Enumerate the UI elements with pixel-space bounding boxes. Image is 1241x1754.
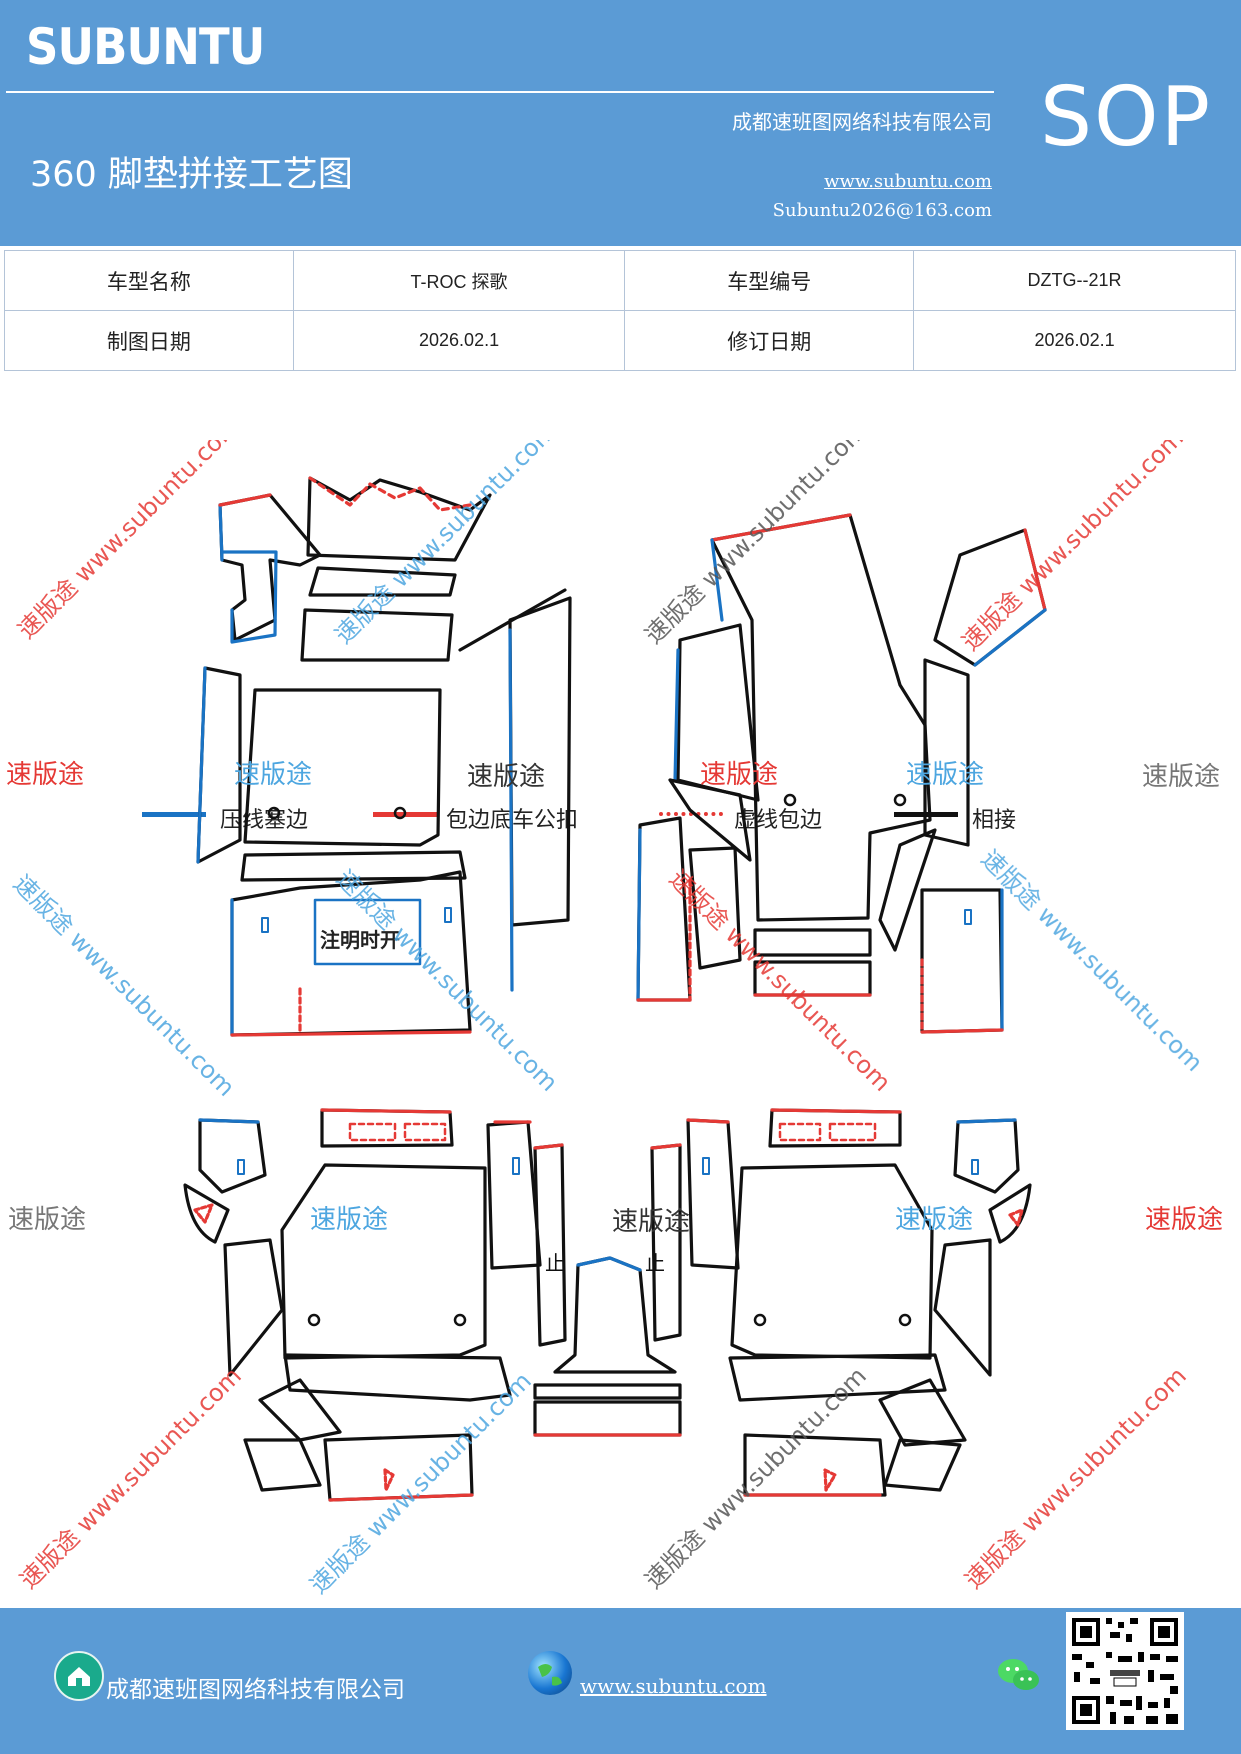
mat-group-bottom-left	[183, 1108, 567, 1502]
mat-piece	[243, 1438, 322, 1492]
watermark: 速版途 www.subuntu.com	[639, 440, 872, 649]
note-box	[313, 898, 422, 966]
watermark: 速版途 www.subuntu.com	[329, 440, 562, 649]
watermark: 速版途	[700, 760, 778, 790]
mat-piece	[878, 828, 937, 952]
watermark: 速版途	[906, 760, 984, 790]
legend: 压线塞边 包边底车公扣 虚线包边 相接	[0, 400, 1241, 833]
mat-piece	[636, 816, 692, 1002]
table-row: 制图日期 2026.02.1 修订日期 2026.02.1	[4, 310, 1236, 371]
qr-code	[1066, 1612, 1184, 1730]
watermark: 速版途 www.subuntu.com	[664, 864, 897, 1097]
watermark: 速版途	[8, 1205, 86, 1235]
mat-piece	[730, 1163, 934, 1360]
legend-label: 压线塞边	[220, 808, 309, 833]
watermark: 速版途 www.subuntu.com	[959, 1362, 1192, 1595]
mat-piece	[650, 1143, 682, 1342]
note-label: 注明时开	[320, 928, 400, 952]
mat-piece	[676, 623, 760, 802]
model-code-value: DZTG--21R	[913, 250, 1236, 311]
draw-date-label: 制图日期	[4, 310, 294, 371]
watermark: 速版途	[1145, 1205, 1223, 1235]
stop-mark-left: 止	[545, 1251, 565, 1275]
mat-piece	[218, 493, 322, 642]
mat-piece	[258, 1378, 342, 1442]
header-banner	[0, 0, 1241, 246]
watermark: 速版途 www.subuntu.com	[976, 844, 1209, 1077]
mat-piece	[920, 888, 1004, 1034]
header-divider	[6, 91, 994, 93]
mat-piece	[883, 1438, 962, 1492]
watermark: 速版途	[895, 1205, 973, 1235]
watermark: 速版途 www.subuntu.com	[956, 440, 1189, 656]
watermarks: 速版途 速版途 速版途 速版途 速版途 速版途 速版途 速版途 速版途 速版途 …	[6, 760, 1223, 1237]
home-icon	[54, 1651, 104, 1701]
mat-piece	[223, 1238, 284, 1377]
mat-piece	[280, 1163, 487, 1360]
mat-piece	[988, 1183, 1032, 1244]
watermark: 速版途 www.subuntu.com	[304, 1367, 537, 1600]
document-title: 360 脚垫拼接工艺图	[30, 155, 353, 195]
mat-piece	[283, 1353, 512, 1402]
watermark: 速版途	[467, 762, 545, 792]
watermark: 速版途	[310, 1205, 388, 1235]
vehicle-info-table: 车型名称 T-ROC 探歌 车型编号 DZTG--21R 制图日期 2026.0…	[4, 250, 1236, 371]
model-name-label: 车型名称	[4, 250, 294, 311]
website-link[interactable]: www.subuntu.com	[824, 171, 992, 192]
watermark: 速版途	[1142, 762, 1220, 792]
mat-piece	[553, 1256, 677, 1374]
mat-piece	[753, 928, 872, 957]
mat-piece	[240, 850, 467, 882]
mat-piece	[308, 566, 457, 597]
mat-piece	[306, 476, 492, 562]
mat-piece	[183, 1183, 230, 1244]
wechat-icon	[996, 1655, 1042, 1695]
mat-piece	[923, 658, 970, 847]
watermark: 速版途 www.subuntu.com	[331, 864, 564, 1097]
mat-piece	[198, 1118, 267, 1194]
mat-piece	[686, 1118, 740, 1270]
footer-website-link[interactable]: www.subuntu.com	[580, 1674, 767, 1698]
watermark: 速版途 www.subuntu.com	[8, 869, 241, 1102]
mat-group-top-left	[196, 476, 572, 1037]
mat-piece	[728, 1353, 947, 1402]
floor-mat-diagram: 注明时开 止 止 速版途 速版途 速版途 速版途 速版途 速版途 速版途 速版途…	[6, 440, 1223, 1599]
footer-company-name: 成都速班图网络科技有限公司	[106, 1677, 405, 1703]
watermark: 速版途	[234, 760, 312, 790]
email-address: Subuntu2026@163.com	[772, 200, 992, 221]
mat-piece	[533, 1400, 682, 1437]
legend-label: 虚线包边	[734, 808, 823, 833]
revise-date-label: 修订日期	[624, 310, 915, 371]
mat-group-top-right	[636, 513, 1047, 1034]
mat-piece	[688, 846, 742, 970]
model-code-label: 车型编号	[624, 250, 915, 311]
table-row: 车型名称 T-ROC 探歌 车型编号 DZTG--21R	[4, 250, 1236, 311]
mat-piece	[243, 688, 442, 847]
watermark: 速版途	[6, 760, 84, 790]
legend-swatch-red-dotted	[659, 812, 723, 816]
diagonal-watermarks: 速版途 www.subuntu.com 速版途 www.subuntu.com …	[8, 440, 1209, 1599]
mat-piece	[486, 1120, 542, 1270]
mat-group-bottom-right	[686, 1108, 1032, 1497]
mat-piece	[300, 608, 454, 662]
stop-mark-right: 止	[645, 1251, 665, 1275]
mat-piece	[743, 1433, 887, 1497]
legend-swatch-blue	[142, 812, 206, 817]
model-name-value: T-ROC 探歌	[292, 250, 626, 311]
sop-label: SOP	[1040, 70, 1213, 165]
legend-label: 相接	[972, 808, 1017, 833]
mat-piece	[668, 778, 752, 862]
globe-icon	[528, 1651, 572, 1695]
mat-piece	[953, 1118, 1020, 1194]
revise-date-value: 2026.02.1	[913, 310, 1236, 371]
mat-piece	[933, 1238, 992, 1377]
mat-group-center-tunnel	[533, 1143, 682, 1437]
brand-logo: SUBUNTU	[26, 18, 265, 76]
watermark: 速版途 www.subuntu.com	[12, 440, 245, 644]
watermark: 速版途 www.subuntu.com	[14, 1362, 247, 1595]
mat-piece	[878, 1378, 967, 1447]
draw-date-value: 2026.02.1	[292, 310, 626, 371]
watermark: 速版途	[612, 1207, 690, 1237]
company-name: 成都速班图网络科技有限公司	[732, 110, 992, 134]
